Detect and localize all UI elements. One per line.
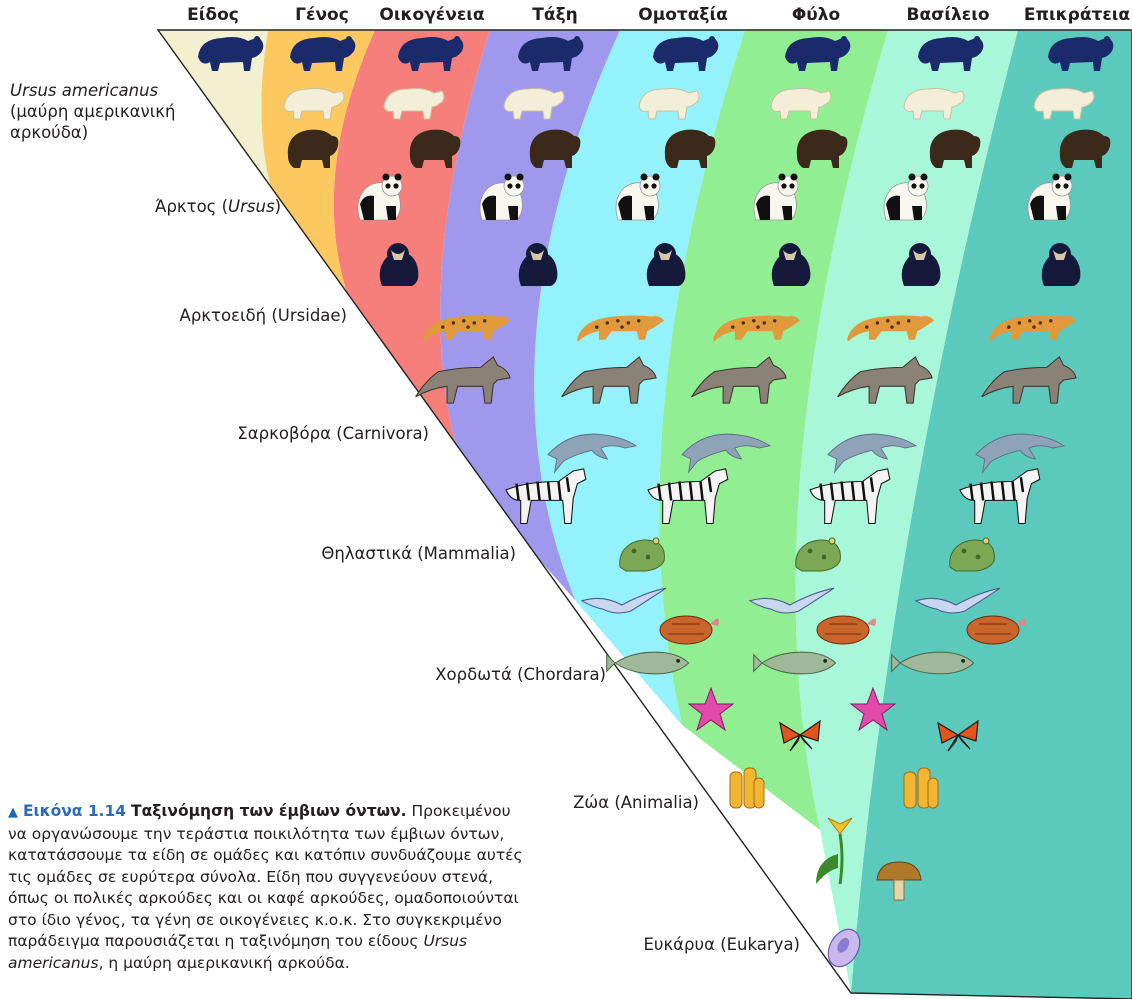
rank-label-phylum: Χορδωτά (Chordara)	[435, 665, 606, 684]
genus-label-post: )	[274, 197, 281, 216]
rank-label-order: Σαρκοβόρα (Carnivora)	[237, 424, 429, 443]
caption-text: Προκειμένου να οργανώσουμε την τεράστια …	[8, 802, 523, 950]
band-order	[440, 30, 620, 600]
caption-title: Ταξινόμηση των έμβιων όντων.	[131, 802, 407, 820]
caption-text-end: , η μαύρη αμερικανική αρκούδα.	[98, 953, 350, 972]
rank-label-domain: Ευκάρυα (Eukarya)	[643, 935, 800, 954]
column-header-order: Τάξη	[532, 5, 578, 25]
band-phylum	[659, 30, 888, 830]
caption-triangle-icon: ▲	[8, 805, 18, 820]
rank-label-species: Ursus americanus (μαύρη αμερικανική αρκο…	[10, 80, 175, 143]
column-header-species: Είδος	[187, 5, 239, 25]
species-scientific-name: Ursus americanus	[10, 81, 159, 100]
column-header-class: Ομοταξία	[638, 5, 728, 25]
rank-label-class: Θηλαστικά (Mammalia)	[321, 544, 516, 563]
caption-figure-number: Εικόνα 1.14	[22, 802, 127, 820]
caption-species-name: Ursus americanus	[8, 932, 468, 972]
column-header-phylum: Φύλο	[791, 5, 841, 25]
rank-label-kingdom: Ζώα (Animalia)	[573, 793, 699, 812]
genus-label-pre: Άρκτος (	[155, 197, 229, 216]
genus-label-italic: Ursus	[228, 197, 275, 216]
band-genus	[261, 30, 380, 365]
species-common-name-line2: αρκούδα)	[10, 123, 89, 142]
species-common-name-line1: (μαύρη αμερικανική	[10, 102, 176, 121]
column-header-kingdom: Βασίλειο	[906, 5, 990, 25]
band-kingdom	[795, 30, 1018, 993]
column-header-genus: Γένος	[295, 5, 349, 25]
column-header-domain: Επικράτεια	[1023, 5, 1131, 25]
figure-caption: ▲ Εικόνα 1.14 Ταξινόμηση των έμβιων όντω…	[8, 801, 528, 974]
column-header-family: Οικογένεια	[379, 5, 485, 25]
rank-label-genus: Άρκτος (Ursus)	[155, 196, 281, 217]
rank-label-family: Αρκτοειδή (Ursidae)	[179, 306, 347, 325]
